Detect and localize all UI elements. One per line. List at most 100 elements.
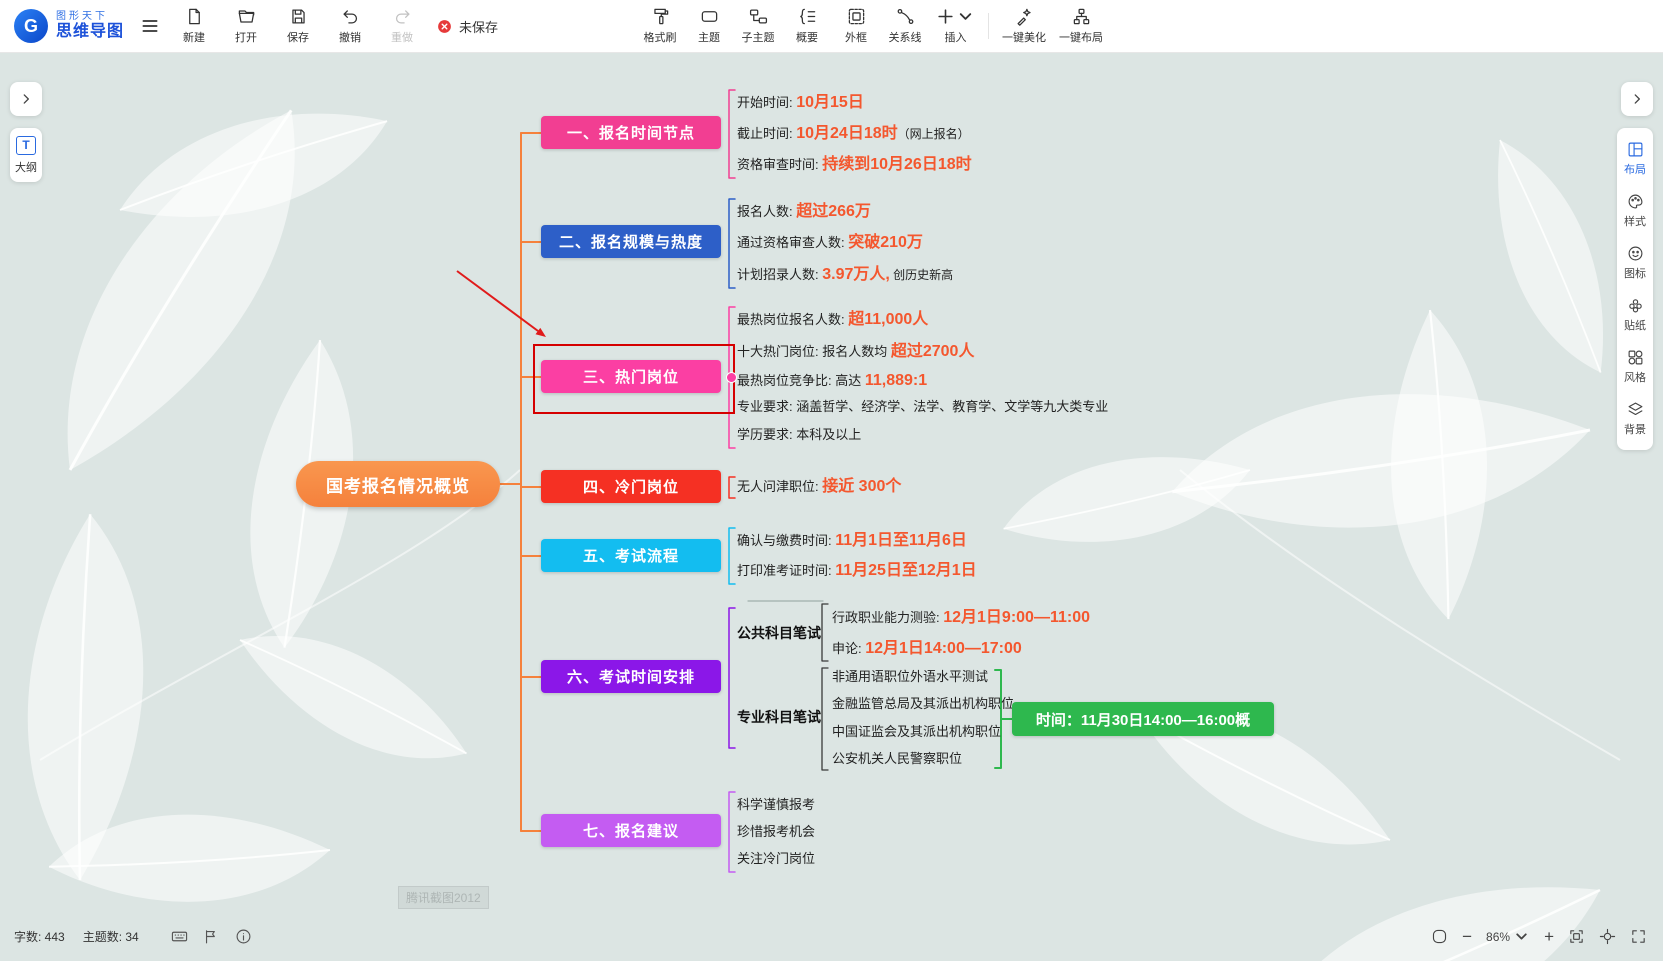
panel-tab-icons[interactable]: 图标 xyxy=(1617,238,1653,288)
detail-node[interactable]: 通过资格审查人数: 突破210万 xyxy=(737,230,923,256)
format-painter-button[interactable]: 格式刷 xyxy=(642,7,678,45)
panel-tab-background[interactable]: 背景 xyxy=(1617,394,1653,444)
summary-node[interactable]: 时间：11月30日14:00—16:00概 xyxy=(1012,702,1274,736)
detail-label: 截止时间: xyxy=(737,126,797,141)
detail-node[interactable]: 珍惜报考机会 xyxy=(737,819,815,845)
detail-label: 通过资格审查人数: xyxy=(737,235,849,250)
zoom-out-button[interactable]: − xyxy=(1462,927,1473,946)
fit-screen-icon[interactable] xyxy=(1568,928,1585,945)
branch-node[interactable]: 六、考试时间安排 xyxy=(541,660,721,693)
detail-node[interactable]: 关注冷门岗位 xyxy=(737,846,815,872)
group-label-node[interactable]: 公共科目笔试 xyxy=(737,625,821,641)
zoom-level[interactable]: 86% xyxy=(1486,928,1530,945)
redo-button[interactable]: 重做 xyxy=(384,7,420,45)
toolbar-divider xyxy=(988,13,989,39)
panel-tab-layout[interactable]: 布局 xyxy=(1617,134,1653,184)
summary-button[interactable]: 概要 xyxy=(789,7,825,45)
detail-node[interactable]: 最热岗位报名人数: 超11,000人 xyxy=(737,307,928,333)
group-label-node[interactable]: 专业科目笔试 xyxy=(737,709,821,725)
detail-label: 资格审查时间: xyxy=(737,157,823,172)
detail-node[interactable]: 金融监管总局及其派出机构职位 xyxy=(832,691,1014,717)
detail-label: 开始时间: xyxy=(737,95,797,110)
branch-node[interactable]: 五、考试流程 xyxy=(541,539,721,572)
new-button[interactable]: 新建 xyxy=(176,7,212,45)
detail-node[interactable]: 打印准考证时间: 11月25日至12月1日 xyxy=(737,558,977,584)
right-panel: 布局 样式 图标 贴纸 风格 背景 xyxy=(1617,128,1653,450)
detail-value: 3.97万人, xyxy=(822,266,890,283)
panel-tab-theme[interactable]: 风格 xyxy=(1617,342,1653,392)
logo-icon: G xyxy=(14,9,48,43)
locate-center-icon[interactable] xyxy=(1599,928,1616,945)
connector-line xyxy=(728,89,736,179)
detail-value: 10月24日18时 xyxy=(796,125,898,142)
detail-node[interactable]: 科学谨慎报考 xyxy=(737,792,815,818)
detail-node[interactable]: 申论: 12月1日14:00—17:00 xyxy=(832,636,1022,662)
beautify-wand-icon xyxy=(1017,8,1031,26)
panel-tab-stickers[interactable]: 贴纸 xyxy=(1617,290,1653,340)
save-status: 未保存 xyxy=(436,17,498,36)
detail-node[interactable]: 开始时间: 10月15日 xyxy=(737,90,864,116)
detail-node[interactable]: 十大热门岗位: 报名人数均 超过2700人 xyxy=(737,339,974,365)
topic-icon xyxy=(701,11,717,22)
branch-node[interactable]: 四、冷门岗位 xyxy=(541,470,721,503)
detail-node[interactable]: 确认与缴费时间: 11月1日至11月6日 xyxy=(737,528,967,554)
detail-node[interactable]: 非通用语职位外语水平测试 xyxy=(832,664,988,690)
fullscreen-icon[interactable] xyxy=(1630,928,1647,945)
subtopic-icon xyxy=(749,9,767,24)
info-icon[interactable] xyxy=(235,928,252,945)
detail-node[interactable]: 行政职业能力测验: 12月1日9:00—11:00 xyxy=(832,605,1090,631)
detail-label: 最热岗位竞争比: 高达 xyxy=(737,373,865,388)
open-button[interactable]: 打开 xyxy=(228,7,264,45)
undo-button[interactable]: 撤销 xyxy=(332,7,368,45)
connector-line xyxy=(728,527,736,585)
keyboard-icon[interactable] xyxy=(171,928,188,945)
minimap-icon[interactable] xyxy=(1431,928,1448,945)
detail-node[interactable]: 专业要求: 涵盖哲学、经济学、法学、教育学、文学等九大类专业 xyxy=(737,394,1108,420)
topic-label: 主题 xyxy=(698,32,720,44)
connector-line xyxy=(821,603,829,662)
detail-node[interactable]: 公安机关人民警察职位 xyxy=(832,746,962,772)
insert-button[interactable]: 插入 xyxy=(936,7,975,45)
left-panel-expand-button[interactable] xyxy=(10,82,42,116)
app-name: 思维导图 xyxy=(56,22,125,40)
redo-icon xyxy=(395,10,409,24)
layers-icon xyxy=(1628,402,1642,416)
new-label: 新建 xyxy=(183,32,206,44)
outer-frame-button[interactable]: 外框 xyxy=(838,7,874,45)
detail-value: 超过2700人 xyxy=(890,343,975,360)
detail-node[interactable]: 截止时间: 10月24日18时（网上报名） xyxy=(737,121,970,147)
branch-node[interactable]: 二、报名规模与热度 xyxy=(541,225,721,258)
panel-tab-style[interactable]: 样式 xyxy=(1617,186,1653,236)
branch-node[interactable]: 三、热门岗位 xyxy=(541,360,721,393)
save-button[interactable]: 保存 xyxy=(280,7,316,45)
detail-node[interactable]: 最热岗位竞争比: 高达 11,889:1 xyxy=(737,368,927,394)
detail-label: 珍惜报考机会 xyxy=(737,824,816,839)
relation-line-button[interactable]: 关系线 xyxy=(887,7,923,45)
app-logo[interactable]: G 图形天下 思维导图 xyxy=(14,9,124,43)
auto-layout-label: 一键布局 xyxy=(1059,32,1103,44)
detail-node[interactable]: 学历要求: 本科及以上 xyxy=(737,422,861,448)
outline-button[interactable]: T 大纲 xyxy=(10,128,42,182)
auto-layout-button[interactable]: 一键布局 xyxy=(1059,7,1103,45)
branch-node[interactable]: 一、报名时间节点 xyxy=(541,116,721,149)
menu-button[interactable] xyxy=(140,16,160,36)
right-panel-collapse-button[interactable] xyxy=(1621,82,1653,116)
root-node[interactable]: 国考报名情况概览 xyxy=(296,461,500,507)
selection-handle[interactable] xyxy=(726,372,737,383)
detail-node[interactable]: 资格审查时间: 持续到10月26日18时 xyxy=(737,152,972,178)
outline-label: 大纲 xyxy=(15,161,37,174)
subtopic-button[interactable]: 子主题 xyxy=(740,7,776,45)
detail-node[interactable]: 报名人数: 超过266万 xyxy=(737,199,871,225)
panel-tab-label: 贴纸 xyxy=(1624,320,1646,332)
zoom-in-button[interactable]: + xyxy=(1544,927,1554,946)
detail-label: 打印准考证时间: xyxy=(737,563,836,578)
detail-node[interactable]: 无人问津职位: 接近 300个 xyxy=(737,474,901,500)
flag-icon[interactable] xyxy=(203,928,220,945)
beautify-button[interactable]: 一键美化 xyxy=(1002,7,1046,45)
branch-node[interactable]: 七、报名建议 xyxy=(541,814,721,847)
screenshot-watermark: 腾讯截图2012 xyxy=(398,886,489,909)
zoom-bar: − 86% + xyxy=(1431,928,1647,945)
topic-button[interactable]: 主题 xyxy=(691,7,727,45)
detail-node[interactable]: 计划招录人数: 3.97万人, 创历史新高 xyxy=(737,262,953,288)
detail-node[interactable]: 中国证监会及其派出机构职位 xyxy=(832,719,1001,745)
